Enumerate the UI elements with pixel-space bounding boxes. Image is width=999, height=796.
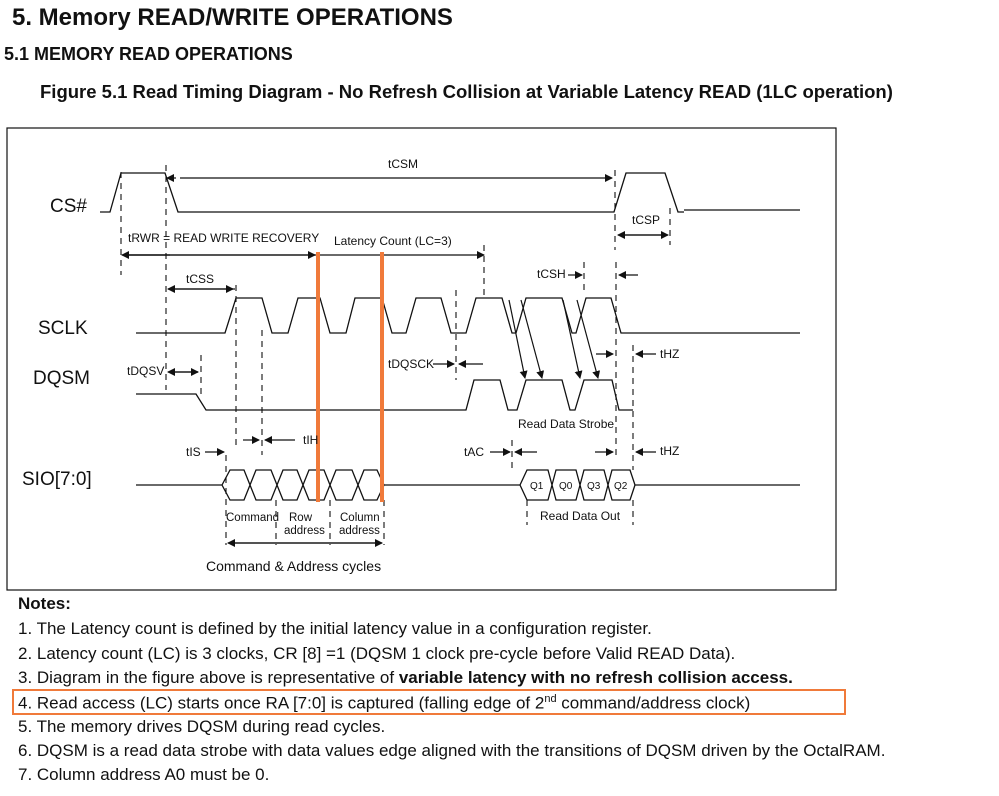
signal-dqsm: DQSM xyxy=(33,368,90,389)
label-read-data-out: Read Data Out xyxy=(540,509,621,523)
signal-cs: CS# xyxy=(50,196,87,217)
note-3-bold: variable latency with no refresh collisi… xyxy=(398,668,793,687)
label-tis: tIS xyxy=(186,445,201,459)
label-tac: tAC xyxy=(464,445,484,459)
label-command: Command xyxy=(226,512,279,524)
dqsm-waveform xyxy=(136,379,633,411)
note-4: 4. Read access (LC) starts once RA [7:0]… xyxy=(18,693,750,714)
label-tcss: tCSS xyxy=(186,272,214,286)
note-5: 5. The memory drives DQSM during read cy… xyxy=(18,717,386,736)
diagram-frame xyxy=(6,127,837,591)
signal-sio: SIO[7:0] xyxy=(22,469,92,490)
label-tcsp: tCSP xyxy=(632,213,660,227)
label-trwr: tRWR = READ WRITE RECOVERY xyxy=(128,231,319,245)
data-byte-q3: Q3 xyxy=(587,481,601,492)
sio-cmdaddr-bus xyxy=(136,469,520,501)
note-6: 6. DQSM is a read data strobe with data … xyxy=(18,741,886,760)
label-read-data-strobe: Read Data Strobe xyxy=(518,417,614,431)
label-thz-1: tHZ xyxy=(660,347,679,361)
data-byte-q1: Q1 xyxy=(530,481,544,492)
label-column-address-2: address xyxy=(339,525,380,537)
note-2: 2. Latency count (LC) is 3 clocks, CR [8… xyxy=(18,644,736,663)
note-4-prefix: 4. Read access (LC) starts once RA [7:0]… xyxy=(18,693,545,713)
timing-arrows xyxy=(121,174,669,547)
note-4-suffix: command/address clock) xyxy=(556,693,751,713)
label-tcsh: tCSH xyxy=(537,267,566,281)
label-row-address-2: address xyxy=(284,525,325,537)
note-4-sup: nd xyxy=(544,693,557,705)
label-cmd-addr-cycles: Command & Address cycles xyxy=(206,558,381,574)
label-tcsm: tCSM xyxy=(388,157,418,171)
note-1: 1. The Latency count is defined by the i… xyxy=(18,619,652,638)
note-7: 7. Column address A0 must be 0. xyxy=(18,765,270,784)
subsection-title: 5.1 MEMORY READ OPERATIONS xyxy=(4,44,293,64)
label-tih: tIH xyxy=(303,433,318,447)
label-latency: Latency Count (LC=3) xyxy=(334,234,452,248)
cs-waveform xyxy=(100,172,800,213)
label-row-address-1: Row xyxy=(289,512,313,524)
label-tdqsck: tDQSCK xyxy=(388,357,434,371)
sio-data-bus xyxy=(519,469,800,501)
notes-title: Notes: xyxy=(18,594,71,613)
read-timing-diagram: CS# SCLK DQSM SIO[7:0] tCSM tCSP tRWR = … xyxy=(6,127,837,591)
dashed-guides xyxy=(120,165,671,545)
data-byte-q2: Q2 xyxy=(614,481,628,492)
note-3: 3. Diagram in the figure above is repres… xyxy=(18,668,793,688)
label-thz-2: tHZ xyxy=(660,444,679,458)
signal-sclk: SCLK xyxy=(38,318,88,339)
figure-caption: Figure 5.1 Read Timing Diagram - No Refr… xyxy=(40,81,893,102)
label-column-address-1: Column xyxy=(340,512,380,524)
note-4-highlight-box xyxy=(12,689,846,715)
label-tdqsv: tDQSV xyxy=(127,364,164,378)
data-byte-q0: Q0 xyxy=(559,481,573,492)
note-3-prefix: 3. Diagram in the figure above is repres… xyxy=(18,668,399,687)
section-title: 5. Memory READ/WRITE OPERATIONS xyxy=(12,4,453,31)
sclk-waveform xyxy=(136,297,800,334)
